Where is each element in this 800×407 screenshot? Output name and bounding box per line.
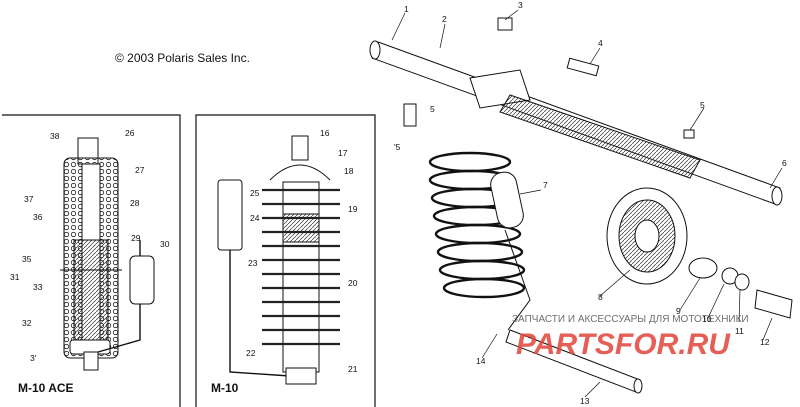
watermark-tagline: ЗАПЧАСТИ И АКСЕССУАРЫ ДЛЯ МОТОТЕХНИКИ [512, 314, 749, 325]
callout-13: 13 [580, 396, 590, 406]
callout-5-b: 5 [700, 100, 705, 110]
reservoir-canister [490, 171, 531, 331]
callout-5-a: 5 [430, 104, 435, 114]
callout-4: 4 [598, 38, 603, 48]
callout-10: 10 [702, 314, 712, 324]
part-callouts: 1 2 3 4 5 5 '5 6 7 8 9 10 11 12 13 14 16… [10, 0, 787, 406]
callout-leaders [391, 9, 783, 398]
panel-label-m10-ace: M-10 ACE [18, 381, 74, 395]
callout-32: 32 [22, 318, 32, 328]
callout-20: 20 [348, 278, 358, 288]
small-hardware [403, 17, 793, 319]
panel-frame-m10-ace [2, 114, 181, 407]
callout-17: 17 [338, 148, 348, 158]
callout-6: 6 [782, 158, 787, 168]
m10-shock-assembly [217, 135, 340, 385]
callout-1: 1 [404, 4, 409, 14]
watermark-logo: PARTSFOR.RU [516, 328, 731, 361]
callout-25: 25 [250, 188, 260, 198]
callout-36: 36 [33, 212, 43, 222]
callout-18: 18 [344, 166, 354, 176]
callout-31: 31 [10, 272, 20, 282]
callout-28: 28 [130, 198, 140, 208]
m10-ace-shock-assembly [60, 137, 155, 371]
callout-33: 33 [33, 282, 43, 292]
callout-3: 3 [518, 0, 523, 10]
callout-37: 37 [24, 194, 34, 204]
callout-19: 19 [348, 204, 358, 214]
callout-30: 30 [160, 239, 170, 249]
callout-5-c: '5 [394, 142, 401, 152]
callout-16: 16 [320, 128, 330, 138]
rear-idler-wheel [606, 187, 688, 285]
callout-14: 14 [476, 356, 486, 366]
shock-mounting-bolt [505, 329, 643, 394]
copyright-notice: © 2003 Polaris Sales Inc. [115, 51, 250, 65]
callout-12: 12 [760, 337, 770, 347]
callout-7: 7 [543, 180, 548, 190]
callout-21: 21 [348, 364, 358, 374]
panel-frame-m10 [195, 114, 376, 407]
callout-35: 35 [22, 254, 32, 264]
callout-29: 29 [131, 233, 141, 243]
rear-track-shaft [369, 40, 783, 206]
callout-26: 26 [125, 128, 135, 138]
callout-8: 8 [598, 292, 603, 302]
watermark: ЗАПЧАСТИ И АКСЕССУАРЫ ДЛЯ МОТОТЕХНИКИ PA… [512, 314, 749, 361]
callout-31-b: 3' [30, 353, 37, 363]
callout-27: 27 [135, 165, 145, 175]
callout-38: 38 [50, 131, 60, 141]
callout-9: 9 [676, 306, 681, 316]
callout-24: 24 [250, 213, 260, 223]
panel-label-m10: M-10 [211, 381, 239, 395]
callout-2: 2 [442, 14, 447, 24]
callout-22: 22 [246, 348, 256, 358]
callout-23: 23 [248, 258, 258, 268]
callout-11: 11 [735, 326, 744, 336]
